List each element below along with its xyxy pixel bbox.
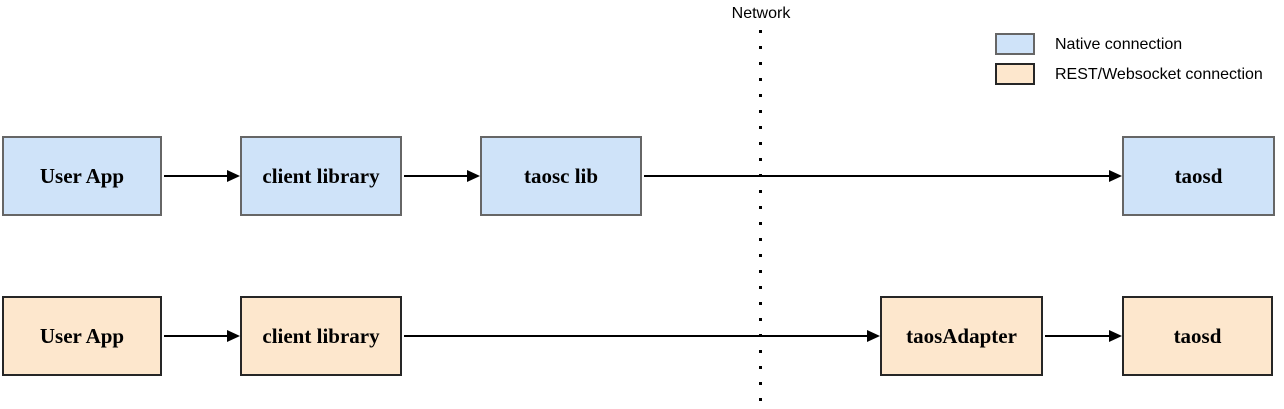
arrow-head-icon: [227, 330, 240, 342]
node-native-client-library: client library: [240, 136, 402, 216]
node-native-taosd: taosd: [1122, 136, 1275, 216]
node-rest-taosd: taosd: [1122, 296, 1273, 376]
arrow-line: [644, 175, 1112, 177]
arrow-head-icon: [467, 170, 480, 182]
arrow-head-icon: [1109, 330, 1122, 342]
legend-label-rest-websocket-connection: REST/Websocket connection: [1055, 66, 1263, 83]
network-dotted-divider: [759, 30, 762, 409]
node-rest-user-app: User App: [2, 296, 162, 376]
arrow-line: [404, 335, 870, 337]
arrow-head-icon: [867, 330, 880, 342]
network-label: Network: [731, 5, 791, 22]
arrow-line: [1045, 335, 1111, 337]
arrow-line: [164, 335, 230, 337]
node-rest-client-library: client library: [240, 296, 402, 376]
legend-swatch-native-connection: [995, 33, 1035, 55]
arrow-line: [404, 175, 470, 177]
node-native-user-app: User App: [2, 136, 162, 216]
arrow-line: [164, 175, 230, 177]
arrow-head-icon: [227, 170, 240, 182]
legend-label-native-connection: Native connection: [1055, 36, 1183, 53]
legend-swatch-rest-websocket-connection: [995, 63, 1035, 85]
node-native-taosc-lib: taosc lib: [480, 136, 642, 216]
node-rest-taos-adapter: taosAdapter: [880, 296, 1043, 376]
arrow-head-icon: [1109, 170, 1122, 182]
